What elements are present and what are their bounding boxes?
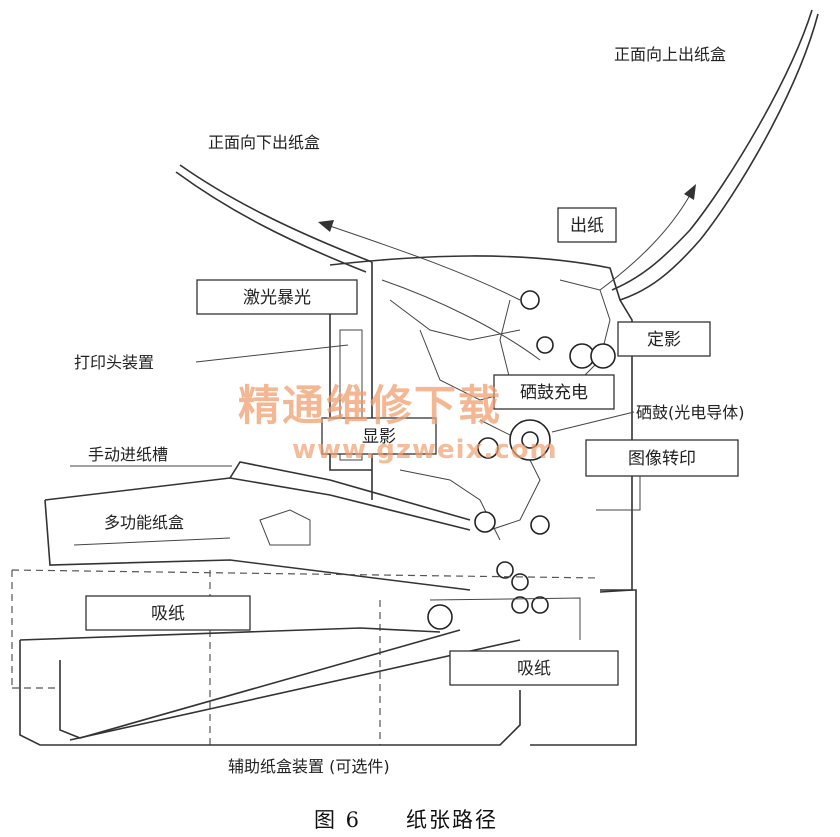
pickup-right-label: 吸纸 [517, 659, 551, 679]
drum-charge-box: 硒鼓充电 [493, 374, 615, 410]
laser-exposure-box: 激光暴光 [196, 279, 358, 315]
multi-purpose-tray-label: 多功能纸盒 [104, 513, 184, 532]
drum-charge-label: 硒鼓充电 [520, 383, 588, 403]
drum-label: 硒鼓(光电导体) [636, 403, 745, 422]
face-down-output-tray [175, 164, 373, 273]
watermark-url: www.gzweix.com [292, 435, 558, 465]
paper-exit-arrow-down [318, 220, 521, 301]
pickup-right-box: 吸纸 [449, 650, 619, 686]
pickup-left-label: 吸纸 [151, 604, 185, 624]
paper-exit-label: 出纸 [570, 216, 604, 236]
drum-roller [477, 419, 551, 461]
printer-body [329, 255, 641, 593]
aux-tray-outline [11, 569, 637, 746]
drum-leader-line [551, 411, 635, 433]
manual-feed-slot-label: 手动进纸槽 [88, 445, 168, 464]
pickup-rollers [427, 596, 549, 630]
face-up-output-tray [611, 9, 819, 301]
printhead-leader-line [195, 344, 349, 363]
develop-box: 显影 [321, 417, 437, 455]
figure-title: 纸张路径 [406, 808, 498, 832]
image-transfer-box: 图像转印 [585, 439, 739, 477]
image-transfer-label: 图像转印 [628, 449, 696, 469]
watermark-main: 精通维修下载 [238, 381, 502, 430]
laser-exposure-label: 激光暴光 [243, 288, 311, 308]
fuser-label: 定影 [647, 330, 681, 350]
printhead-unit-label: 打印头装置 [74, 353, 154, 372]
face-down-tray-label: 正面向下出纸盒 [208, 133, 320, 152]
develop-label: 显影 [362, 427, 396, 447]
fuser-rollers [520, 290, 616, 369]
figure-number: 图 6 [314, 808, 361, 832]
aux-tray-unit-label: 辅助纸盒装置 (可选件) [228, 757, 390, 776]
face-up-tray-label: 正面向上出纸盒 [614, 45, 726, 64]
pickup-left-box: 吸纸 [85, 595, 251, 631]
paper-exit-box: 出纸 [557, 207, 617, 243]
fuser-box: 定影 [617, 321, 711, 357]
transfer-rollers [474, 511, 550, 591]
